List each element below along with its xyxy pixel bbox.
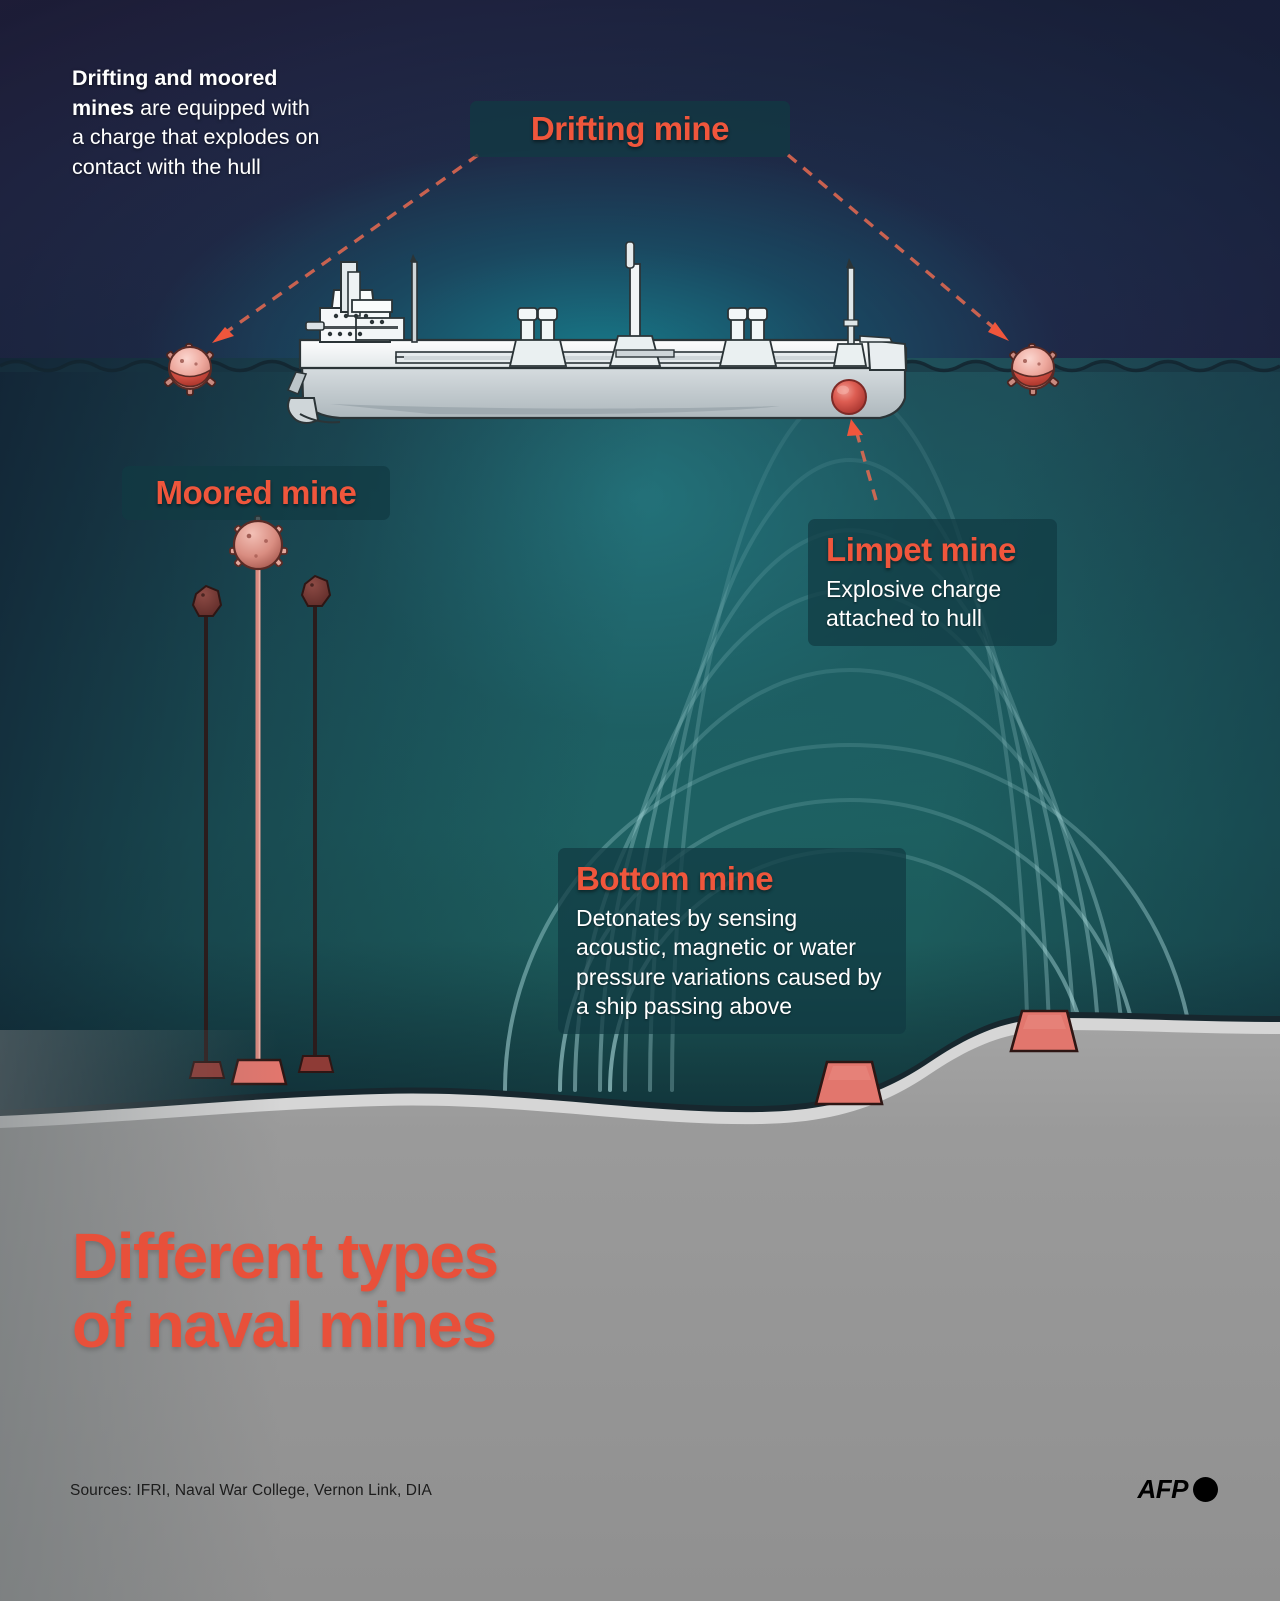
page-title-line-1: Different types	[72, 1220, 499, 1292]
ship-superstructure	[305, 254, 418, 343]
limpet-mine	[831, 379, 867, 415]
drifting-mine-right	[1006, 343, 1060, 396]
afp-logo: AFP	[1137, 1474, 1218, 1505]
label-bottom-mine-title: Bottom mine	[576, 860, 774, 897]
ship-cranes	[508, 241, 868, 367]
label-bottom-mine: Bottom mine Detonates by sensing acousti…	[558, 848, 906, 1034]
seabed-left-shade	[0, 1030, 1280, 1601]
pointer-drifting-left	[221, 153, 479, 337]
label-limpet-mine-body: Explosive charge attached to hull	[826, 575, 1002, 632]
label-drifting-mine-title: Drifting mine	[530, 109, 730, 147]
bottom-mine-right	[1009, 1009, 1079, 1053]
label-limpet-mine-title: Limpet mine	[826, 531, 1016, 568]
intro-lead: Drifting and moored mines	[72, 66, 278, 120]
bottom-mine-left	[814, 1060, 884, 1106]
ship-hull-submerged	[286, 364, 907, 424]
page-title-line-2: of naval mines	[72, 1289, 497, 1362]
label-moored-mine: Moored mine	[122, 466, 390, 520]
sources-line: Sources: IFRI, Naval War College, Vernon…	[70, 1482, 432, 1499]
pointer-drifting-right	[786, 153, 1002, 335]
pointer-limpet	[854, 429, 878, 501]
afp-wordmark: AFP	[1137, 1474, 1189, 1504]
label-bottom-mine-body: Detonates by sensing acoustic, magnetic …	[576, 904, 882, 1019]
label-drifting-mine: Drifting mine	[470, 101, 790, 157]
page-title: Different types of naval mines	[72, 1220, 692, 1362]
afp-dot-icon	[1193, 1477, 1218, 1502]
intro-paragraph: Drifting and moored mines are equipped w…	[72, 64, 327, 183]
intro-rest: are equipped with a charge that explodes…	[72, 95, 320, 179]
drifting-mine-left	[163, 343, 217, 396]
label-limpet-mine: Limpet mine Explosive charge attached to…	[808, 519, 1057, 646]
label-moored-mine-title: Moored mine	[155, 473, 357, 511]
pointer-arrowheads	[212, 322, 1009, 436]
